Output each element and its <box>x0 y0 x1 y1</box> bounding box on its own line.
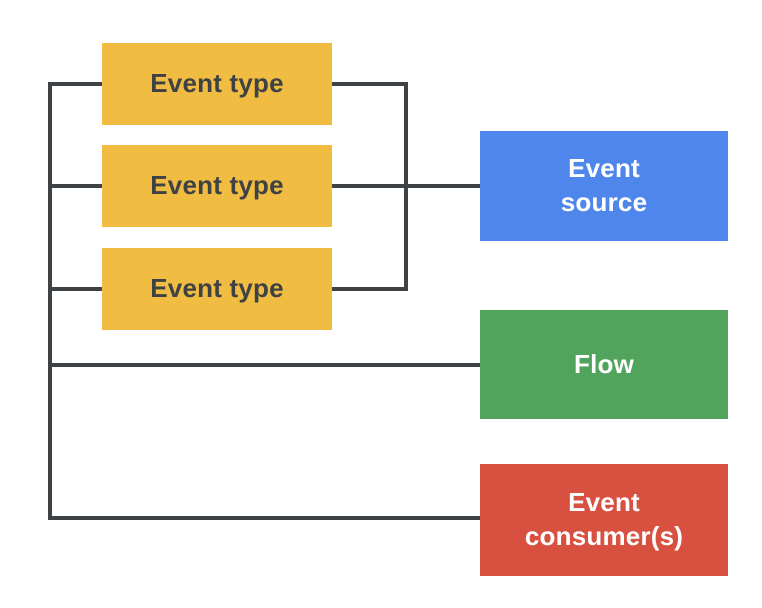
event-type-node-3: Event type <box>102 248 332 330</box>
flow-node: Flow <box>480 310 728 419</box>
event-type-node-2: Event type <box>102 145 332 227</box>
connector-event-type-3-right <box>332 287 408 291</box>
event-source-node: Event source <box>480 131 728 241</box>
connector-event-type-1-right <box>332 82 408 86</box>
event-consumers-node: Event consumer(s) <box>480 464 728 576</box>
event-type-1-label: Event type <box>150 68 284 99</box>
connector-bus-to-flow <box>48 363 480 367</box>
event-consumers-label: Event consumer(s) <box>524 487 684 551</box>
connector-event-type-3-left <box>48 287 102 291</box>
event-type-3-label: Event type <box>150 273 284 304</box>
event-type-node-1: Event type <box>102 43 332 125</box>
connector-bus-to-event-consumers <box>48 516 480 520</box>
connector-event-type-2-to-source <box>332 184 480 188</box>
event-source-label: Event source <box>560 153 648 217</box>
flow-label: Flow <box>573 348 634 379</box>
event-type-2-label: Event type <box>150 170 284 201</box>
connector-left-vertical-bus <box>48 82 52 520</box>
connector-event-type-2-left <box>48 184 102 188</box>
connector-event-type-1-left <box>48 82 102 86</box>
